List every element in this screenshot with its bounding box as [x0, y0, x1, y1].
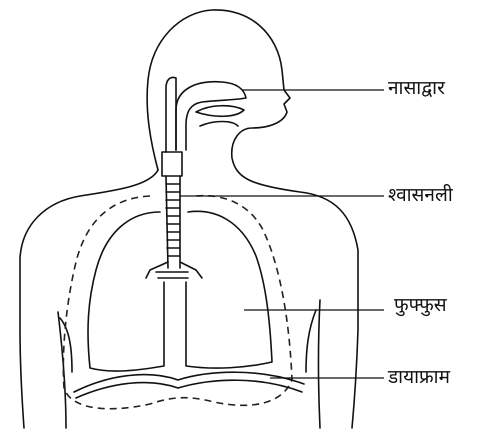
label-trachea: श्वासनली [388, 186, 453, 205]
mouth-line [200, 122, 238, 127]
right-arm-inner [319, 300, 321, 428]
label-nostril: नासाद्वार [388, 79, 445, 98]
trachea [166, 176, 180, 268]
pleura-outline [63, 196, 292, 409]
diaphragm [74, 372, 304, 392]
diaphragm-lower [76, 380, 302, 398]
left-lung [88, 212, 164, 371]
right-lung [186, 211, 272, 368]
label-lungs: फुफ्फुस [394, 296, 447, 315]
pharynx [166, 77, 176, 152]
bronchi [146, 262, 202, 278]
torso-right [306, 310, 316, 372]
nasal-turbinate [196, 106, 244, 117]
label-diaphragm: डायाफ्राम [388, 368, 450, 387]
body-outline-left [20, 170, 158, 428]
larynx [162, 152, 182, 176]
left-arm-inner [58, 312, 66, 428]
